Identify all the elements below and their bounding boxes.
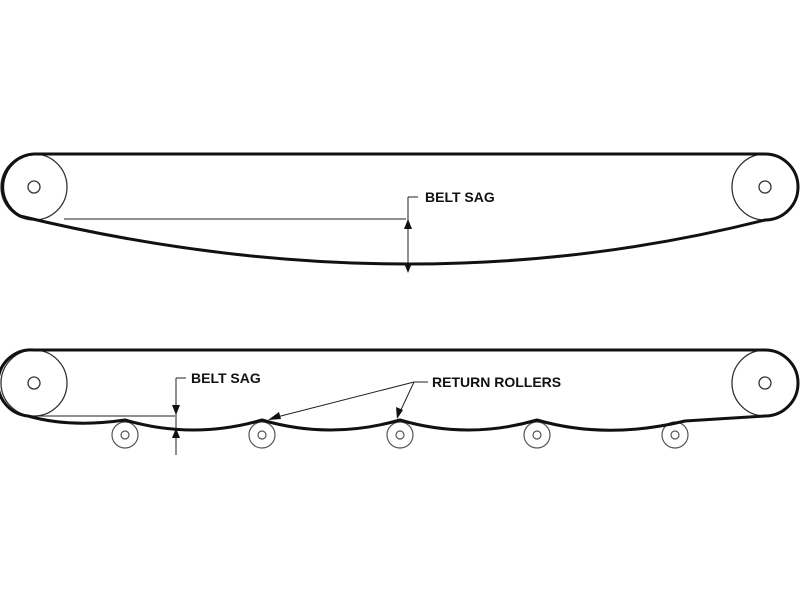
bottom-right-pulley-axle: [758, 376, 772, 390]
return-roller-axle: [257, 430, 267, 440]
return-roller-axle: [395, 430, 405, 440]
return-roller-axle: [532, 430, 542, 440]
return-roller-axle: [670, 430, 680, 440]
top-belt-sag-label: BELT SAG: [425, 189, 495, 205]
return-rollers-pointer-2: [398, 381, 415, 415]
return-rollers-arrow-2: [396, 407, 403, 419]
return-rollers-label: RETURN ROLLERS: [432, 374, 561, 390]
bottom-sag-arrow-down: [172, 405, 180, 415]
return-roller-axle: [120, 430, 130, 440]
top-left-pulley-axle: [27, 180, 41, 194]
bottom-belt: [0, 348, 800, 432]
bottom-left-pulley-axle: [27, 376, 41, 390]
top-belt: [1, 152, 800, 266]
return-rollers: [111, 421, 689, 449]
return-rollers-arrow-1: [268, 412, 281, 420]
top-sag-arrow-down: [404, 263, 412, 273]
return-rollers-pointer-1: [272, 381, 415, 419]
bottom-sag-arrow-up: [172, 428, 180, 438]
top-sag-arrow-up: [404, 219, 412, 229]
top-right-pulley-axle: [758, 180, 772, 194]
bottom-conveyor: BELT SAG RETURN ROLLERS: [0, 348, 800, 455]
top-conveyor: BELT SAG: [0, 152, 800, 273]
bottom-belt-sag-label: BELT SAG: [191, 370, 261, 386]
